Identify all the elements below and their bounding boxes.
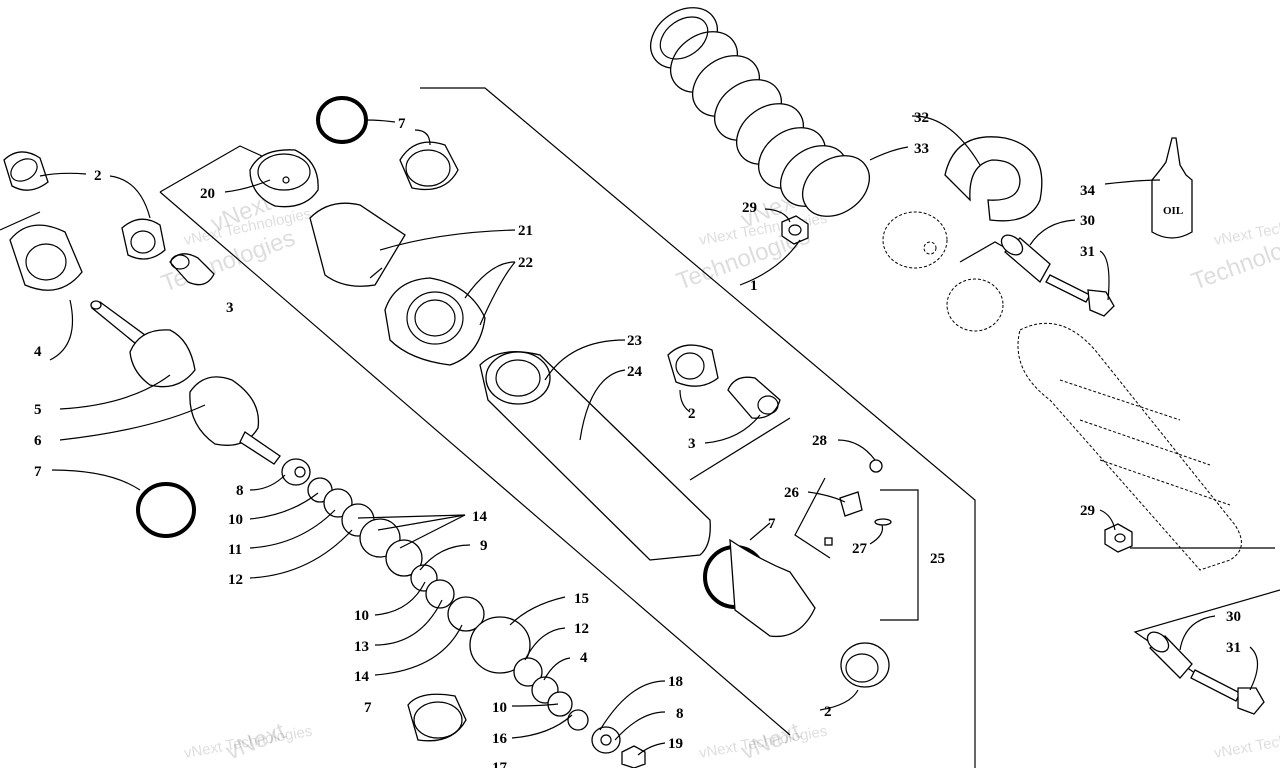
callout-label: 7 <box>768 516 776 532</box>
bushing-2-center <box>667 344 719 387</box>
bracket-item-26 <box>794 477 831 559</box>
callout-label: 9 <box>480 538 488 554</box>
callout-label: 19 <box>668 736 683 752</box>
bushing-2-lower <box>840 642 890 688</box>
seal-7-top <box>399 141 459 191</box>
callout-label: 12 <box>228 572 243 588</box>
callout-label: 5 <box>34 402 42 418</box>
callout-label: 27 <box>852 541 868 557</box>
spring-keeper <box>944 136 1043 222</box>
callout-label: 7 <box>34 464 42 480</box>
callout-label: 14 <box>354 669 370 685</box>
oil-bottle: OIL <box>1151 137 1193 239</box>
callout-label: 2 <box>688 406 696 422</box>
castle-nut-22 <box>384 277 486 366</box>
bolt-31-lower <box>1190 669 1265 715</box>
callout-label: 33 <box>914 141 929 157</box>
reservoir-cap <box>729 538 816 638</box>
callout-label: 31 <box>1080 244 1095 260</box>
callout-label: 6 <box>34 433 42 449</box>
callout-numbers: 1 2 2 2 3 3 4 4 5 6 7 7 7 7 8 8 9 10 10 … <box>34 110 1241 768</box>
spacer-3-left <box>169 253 215 286</box>
callout-label: 22 <box>518 255 533 271</box>
callout-label: 8 <box>236 483 244 499</box>
o-ring-7-left <box>136 482 196 538</box>
callout-label: 3 <box>688 436 696 452</box>
callout-label: 18 <box>668 674 683 690</box>
callout-label: 7 <box>398 116 406 132</box>
watermark-text: vNext <box>222 717 289 765</box>
bushing-30-lower <box>1146 631 1193 679</box>
callout-label: 1 <box>750 278 758 294</box>
shim-stack <box>281 458 621 754</box>
callout-label: 29 <box>1080 503 1095 519</box>
callout-label: 28 <box>812 433 827 449</box>
oil-label: OIL <box>1163 205 1183 217</box>
callout-label: 30 <box>1080 213 1095 229</box>
callout-label: 30 <box>1226 609 1241 625</box>
callout-label: 12 <box>574 621 589 637</box>
callout-label: 4 <box>34 344 42 360</box>
shock-assembly-outline <box>882 211 1242 571</box>
bushing-4-left <box>9 224 83 291</box>
callout-label: 20 <box>200 186 215 202</box>
bracket-item-25 <box>880 489 919 621</box>
callout-label: 2 <box>94 168 102 184</box>
cap-20 <box>249 149 319 208</box>
damper-shaft <box>90 300 281 465</box>
coil-spring <box>650 7 870 217</box>
callout-label: 15 <box>574 591 589 607</box>
bushing-30-upper <box>1000 234 1051 284</box>
callout-label: 21 <box>518 223 533 239</box>
nut-29-lower <box>1104 523 1133 553</box>
sleeve-21 <box>309 202 406 287</box>
callout-label: 29 <box>742 200 757 216</box>
bracket-left <box>0 211 41 231</box>
bracket-item-1 <box>420 87 976 768</box>
bracket-group-main <box>159 191 791 736</box>
bolt-31-upper <box>1045 274 1115 317</box>
callout-label: 8 <box>676 706 684 722</box>
callout-label: 14 <box>472 509 488 525</box>
callout-label: 34 <box>1080 183 1096 199</box>
callout-label: 10 <box>228 512 243 528</box>
o-ring-7-top <box>316 96 368 144</box>
leader-lines <box>39 115 1259 756</box>
spacer-3-center <box>727 376 781 419</box>
bracket-item-2-3 <box>689 417 791 481</box>
callout-label: 32 <box>914 110 929 126</box>
callout-label: 31 <box>1226 640 1241 656</box>
callout-label: 25 <box>930 551 945 567</box>
seal-7-bottom <box>407 693 467 742</box>
bushing-2-top-left <box>3 151 49 191</box>
callout-label: 4 <box>580 650 588 666</box>
damper-body-24 <box>479 351 711 561</box>
watermark-text: vNext <box>737 717 804 765</box>
callout-label: 23 <box>627 333 642 349</box>
callout-label: 10 <box>492 700 507 716</box>
callout-label: 3 <box>226 300 234 316</box>
callout-label: 24 <box>627 364 643 380</box>
callout-label: 26 <box>784 485 800 501</box>
watermark-text: vNext Technologies <box>1213 723 1280 762</box>
callout-label: 11 <box>228 542 242 558</box>
nut-29-upper <box>781 215 809 245</box>
bushing-2-mid <box>121 218 166 260</box>
callout-label: 16 <box>492 731 508 747</box>
valve-26 <box>824 459 892 546</box>
nut-19 <box>621 745 646 768</box>
callout-label: 13 <box>354 639 369 655</box>
callout-label: 7 <box>364 700 372 716</box>
callout-label: 2 <box>824 704 832 720</box>
callout-label: 10 <box>354 608 369 624</box>
callout-label: 17 <box>492 760 508 768</box>
